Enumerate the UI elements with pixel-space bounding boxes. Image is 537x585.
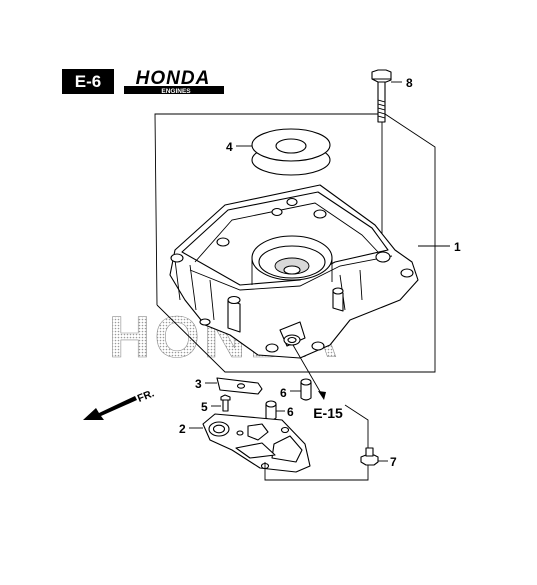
- assembly-bracket: [154, 113, 436, 373]
- e15-reference: E-15: [292, 344, 343, 421]
- honda-logo: HONDA ENGINES: [124, 68, 224, 95]
- bolt-5: [211, 394, 231, 412]
- callout-4: 4: [226, 140, 233, 154]
- callout-2: 2: [179, 422, 186, 436]
- callout-8: 8: [406, 76, 413, 90]
- direction-label: FR.: [136, 387, 156, 404]
- clip-3: [205, 377, 263, 395]
- dowel-pin-6a: [290, 378, 312, 401]
- callout-6b: 6: [287, 405, 294, 419]
- brand-subtitle: ENGINES: [161, 88, 191, 95]
- callout-5: 5: [201, 400, 208, 414]
- callout-6a: 6: [280, 386, 287, 400]
- callout-1: 1: [454, 240, 461, 254]
- crankcase-cover: [169, 184, 450, 359]
- forward-arrow: FR.: [83, 387, 156, 420]
- section-badge: E-6: [62, 69, 114, 94]
- dowel-pin-6b: [265, 400, 285, 421]
- callout-7: 7: [390, 455, 397, 469]
- oil-seal-4: [236, 128, 331, 176]
- gasket-2: [189, 413, 311, 473]
- bolt-7: [264, 404, 388, 481]
- section-code: E-6: [75, 72, 101, 91]
- reference-label: E-15: [313, 405, 343, 421]
- brand-name: HONDA: [136, 68, 211, 89]
- callout-3: 3: [195, 377, 202, 391]
- bolt-8: [371, 69, 402, 255]
